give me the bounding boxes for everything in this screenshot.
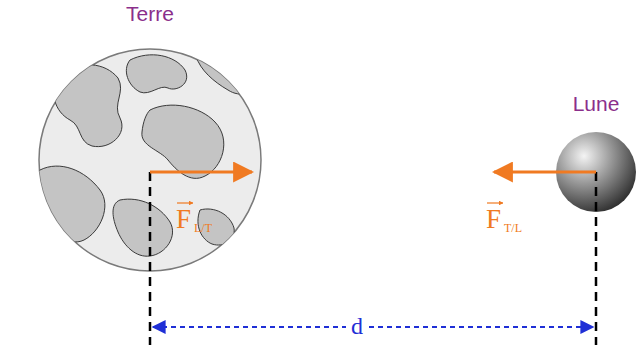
force-subscript: L/T [194, 222, 212, 235]
earth-globe [35, 33, 261, 271]
vector-arrow [177, 202, 193, 203]
distance-arrow [153, 326, 593, 328]
distance-label: d [346, 313, 368, 339]
moon-node: Lune [554, 92, 638, 216]
body-name: Lune [554, 92, 638, 116]
center-line [149, 172, 152, 345]
force-arrow [150, 171, 252, 174]
body-name: Terre [36, 2, 264, 26]
center-line [595, 172, 598, 345]
earth-node: Terre [36, 2, 264, 292]
vector-arrow [487, 202, 503, 203]
force-arrow [494, 171, 596, 174]
force-subscript: T/L [504, 222, 522, 235]
force-symbol: F [176, 204, 191, 234]
force-symbol: F [486, 204, 501, 234]
